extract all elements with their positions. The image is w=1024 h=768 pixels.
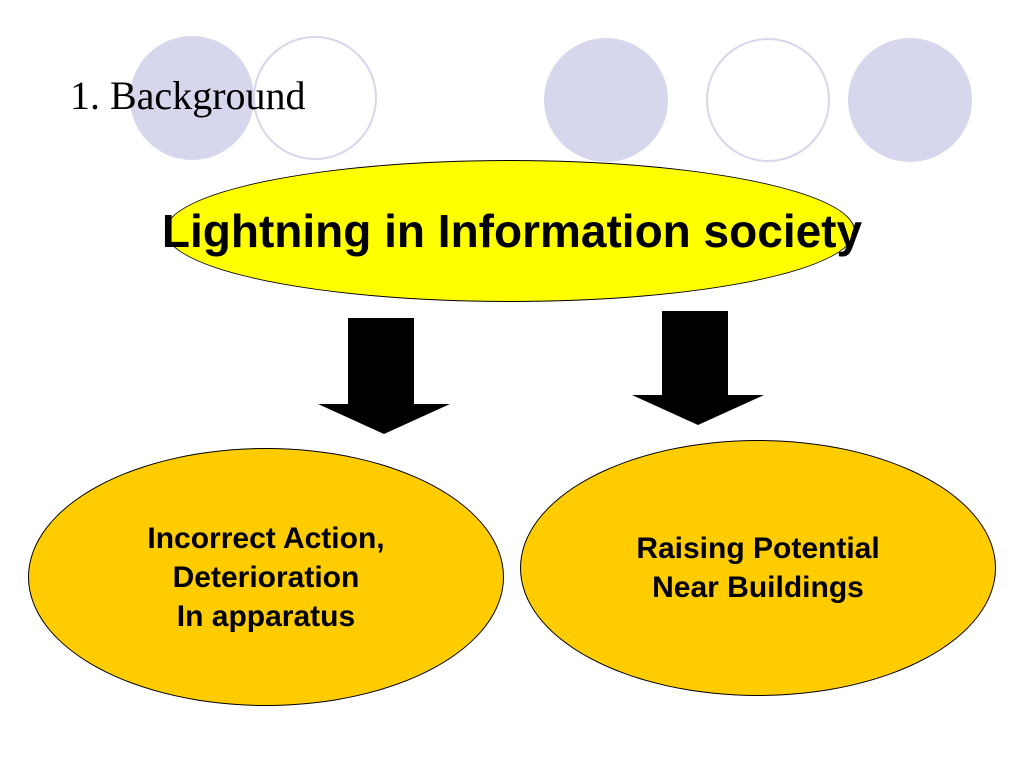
effect-bubble-left: Incorrect Action, Deterioration In appar…	[28, 448, 504, 706]
slide-title: 1. Background	[70, 73, 306, 118]
effect-text-left: Incorrect Action, Deterioration In appar…	[147, 521, 385, 633]
decorative-circle-2	[544, 38, 668, 162]
decorative-ring-1	[253, 36, 377, 160]
decorative-ring-2	[706, 38, 830, 162]
main-heading: Lightning in Information society	[161, 205, 863, 257]
decorative-circle-3	[848, 38, 972, 162]
effect-text-right: Raising Potential Near Buildings	[636, 532, 880, 604]
down-arrow-left-icon	[318, 318, 450, 434]
cause-ellipse	[165, 160, 855, 302]
down-arrow-right-icon	[632, 311, 764, 425]
effect-bubble-right: Raising Potential Near Buildings	[520, 440, 996, 696]
decorative-circle-1	[130, 36, 254, 160]
